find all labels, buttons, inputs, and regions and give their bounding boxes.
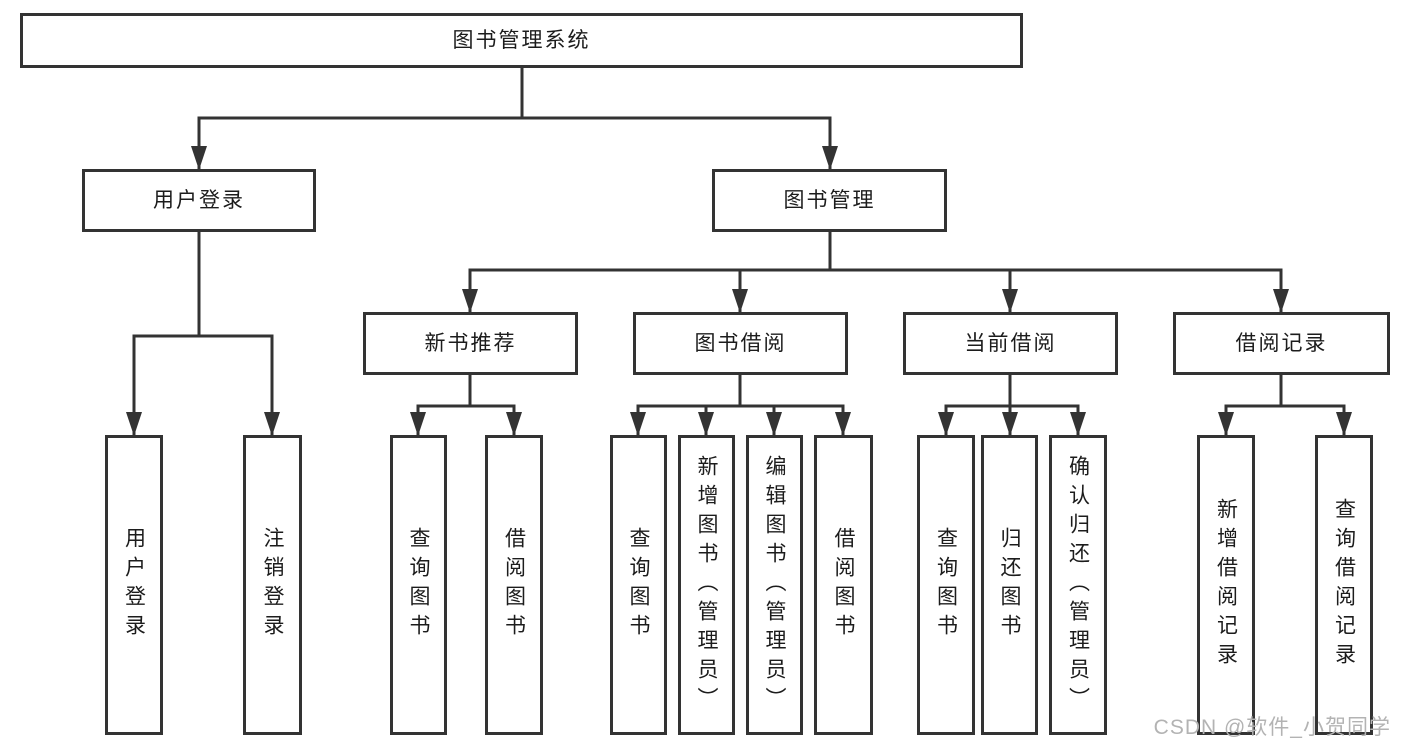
node-library-management-system: 图书管理系统	[20, 13, 1023, 68]
node-borrowing-records: 借阅记录	[1173, 312, 1390, 375]
watermark: CSDN @软件_小贺同学	[1153, 716, 1391, 739]
node-label: 用户登录	[122, 527, 146, 643]
node-label: 查询图书	[407, 527, 430, 643]
node-label: 当前借阅	[964, 332, 1057, 355]
connector-new-book-recommendation-children	[410, 375, 522, 436]
leaf-borrow-books-recommend: 借阅图书	[485, 435, 543, 735]
node-label: 新增图书（管理员）	[695, 454, 718, 716]
connector-user-login-children	[126, 232, 280, 436]
node-user-login: 用户登录	[82, 169, 316, 232]
connector-book-borrowing-children	[630, 375, 851, 436]
leaf-query-books-current: 查询图书	[917, 435, 975, 735]
connector-borrowing-records-children	[1218, 375, 1352, 436]
node-label: 查询借阅记录	[1332, 498, 1356, 672]
connector-current-borrowing-children	[938, 375, 1086, 436]
node-label: 注销登录	[261, 527, 284, 643]
node-label: 编辑图书（管理员）	[763, 454, 786, 716]
node-label: 借阅记录	[1235, 332, 1328, 355]
node-label: 查询图书	[934, 527, 958, 643]
leaf-borrow-books: 借阅图书	[814, 435, 873, 735]
leaf-add-books-admin: 新增图书（管理员）	[678, 435, 735, 735]
node-label: 确认归还（管理员）	[1066, 454, 1090, 716]
leaf-logout-login: 注销登录	[243, 435, 302, 735]
leaf-user-login: 用户登录	[105, 435, 163, 735]
leaf-add-borrow-record: 新增借阅记录	[1197, 435, 1255, 735]
node-new-book-recommendation: 新书推荐	[363, 312, 578, 375]
node-book-borrowing: 图书借阅	[633, 312, 848, 375]
node-label: 归还图书	[998, 527, 1021, 643]
leaf-query-books-borrowing: 查询图书	[610, 435, 667, 735]
leaf-confirm-return-admin: 确认归还（管理员）	[1049, 435, 1107, 735]
node-label: 借阅图书	[832, 527, 855, 643]
node-label: 图书管理系统	[452, 29, 591, 52]
node-label: 查询图书	[627, 527, 650, 643]
node-label: 新增借阅记录	[1214, 498, 1238, 672]
leaf-edit-books-admin: 编辑图书（管理员）	[746, 435, 803, 735]
leaf-query-books-recommend: 查询图书	[390, 435, 447, 735]
node-label: 用户登录	[153, 189, 245, 212]
leaf-query-borrow-record: 查询借阅记录	[1315, 435, 1373, 735]
node-label: 图书借阅	[694, 332, 787, 355]
node-label: 新书推荐	[424, 332, 517, 355]
leaf-return-books: 归还图书	[981, 435, 1038, 735]
connector-book-management-children	[462, 232, 1289, 313]
node-label: 借阅图书	[502, 527, 526, 643]
node-book-management: 图书管理	[712, 169, 947, 232]
node-current-borrowing: 当前借阅	[903, 312, 1118, 375]
node-label: 图书管理	[783, 189, 876, 212]
connector-root-to-level2	[191, 68, 838, 170]
